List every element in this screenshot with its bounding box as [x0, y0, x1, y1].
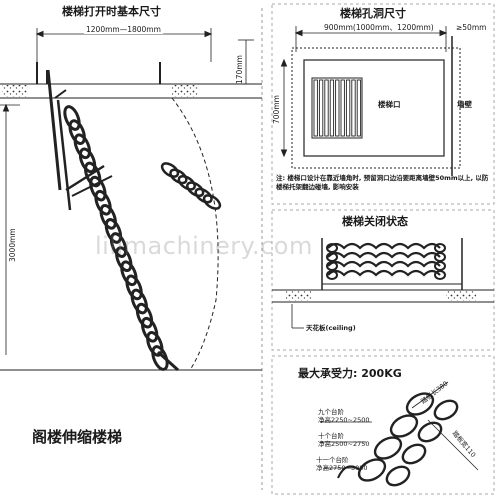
chain-link [177, 174, 196, 191]
coil-row [327, 251, 441, 259]
chain-link [169, 168, 188, 185]
step-loop [433, 399, 459, 421]
steps-ten-label: 十个台阶 [318, 432, 344, 440]
chain-link [160, 162, 180, 178]
rung-bar [345, 79, 351, 137]
wall-gap-dimension: ≥50mm [456, 23, 487, 32]
rung-bar [340, 79, 345, 137]
rung-bar [318, 79, 324, 137]
step-loop [373, 436, 403, 460]
steps-eleven-range: 净高2750~3000 [316, 464, 368, 473]
chain-link [125, 274, 143, 301]
step-loop [401, 443, 427, 465]
chain-link [135, 302, 154, 329]
ceiling-label: 天花板(ceiling) [306, 324, 356, 332]
closed-ladder-panel [271, 209, 495, 351]
hole-size-panel [271, 3, 495, 205]
chain-link [151, 345, 169, 371]
chain-link [99, 203, 117, 230]
coil-row [327, 242, 441, 250]
coil-end [326, 270, 338, 280]
chain-link [94, 189, 112, 216]
chain-link [115, 246, 133, 273]
step-ladder-sketch [337, 392, 459, 487]
rung-bar [351, 79, 356, 137]
max-load-title: 最大承受力: 200KG [298, 367, 402, 380]
rung-bar [329, 79, 335, 137]
chain-link [63, 105, 81, 131]
extended-ladder-chain [63, 105, 180, 372]
chain-link [140, 316, 159, 343]
coil-row [327, 260, 441, 268]
hole-width-dimension: 900mm(1000mm、1200mm) [322, 23, 436, 32]
rung-bar [324, 79, 329, 137]
step-loop [417, 421, 443, 443]
folded-ladder-coils [326, 242, 446, 280]
hole-depth-dimension: 700mm [272, 95, 281, 124]
watermark: lilimachinery.com [95, 232, 313, 260]
chain-link [146, 331, 164, 357]
chain-link [120, 260, 138, 287]
ladder-foot [337, 465, 361, 479]
steps-ten: 十个台阶 净高2500~2750 [318, 432, 370, 448]
chain-link [73, 133, 92, 160]
chain-link [109, 232, 128, 258]
chain-link [194, 187, 213, 204]
steps-eleven-label: 十一个台阶 [316, 456, 349, 464]
width-dimension: 1200mm—1800mm [84, 25, 163, 34]
steps-nine-range: 净高2250~2500 [318, 416, 370, 425]
rung-bar [313, 79, 318, 137]
step-loop [405, 392, 435, 416]
chain-link [89, 175, 107, 202]
chain-link [78, 147, 97, 174]
chain-link [130, 288, 148, 315]
step-loop [389, 414, 419, 438]
product-caption: 阁楼伸缩楼梯 [32, 428, 123, 446]
chain-link [186, 181, 205, 198]
chain-link [68, 119, 86, 145]
step-loop [385, 465, 411, 487]
steps-ten-range: 净高2500~2750 [318, 440, 370, 449]
coil-row [327, 269, 441, 277]
chain-link [104, 218, 123, 244]
chain-link [84, 161, 102, 188]
chain-link [202, 194, 222, 210]
steps-nine: 九个台阶 净高2250~2500 [318, 408, 370, 424]
wall-label: 墙壁 [457, 100, 472, 109]
ceiling-thickness-dimension: 170mm [235, 55, 244, 84]
step-loop [357, 458, 387, 482]
open-size-title: 楼梯打开时基本尺寸 [62, 5, 161, 18]
height-dimension: 3000mm [8, 228, 17, 262]
coil-end [434, 270, 446, 280]
steps-nine-label: 九个台阶 [318, 408, 344, 416]
rung-bar [335, 79, 340, 137]
ladder-rung-pattern [313, 79, 362, 137]
ladder-foot [156, 350, 180, 372]
hole-size-title: 楼梯孔洞尺寸 [340, 7, 406, 20]
installation-note: 注: 楼梯口设计在靠近墙角时, 预留洞口边沿要距离墙壁50mm以上, 以防楼梯托… [276, 174, 489, 191]
opening-label: 楼梯口 [378, 100, 401, 109]
rung-bar [356, 79, 362, 137]
swinging-ladder-chain [160, 162, 222, 210]
closed-state-title: 楼梯关闭状态 [342, 215, 408, 228]
steps-eleven: 十一个台阶 净高2750~3000 [316, 456, 368, 472]
open-ladder-panel [0, 8, 263, 490]
